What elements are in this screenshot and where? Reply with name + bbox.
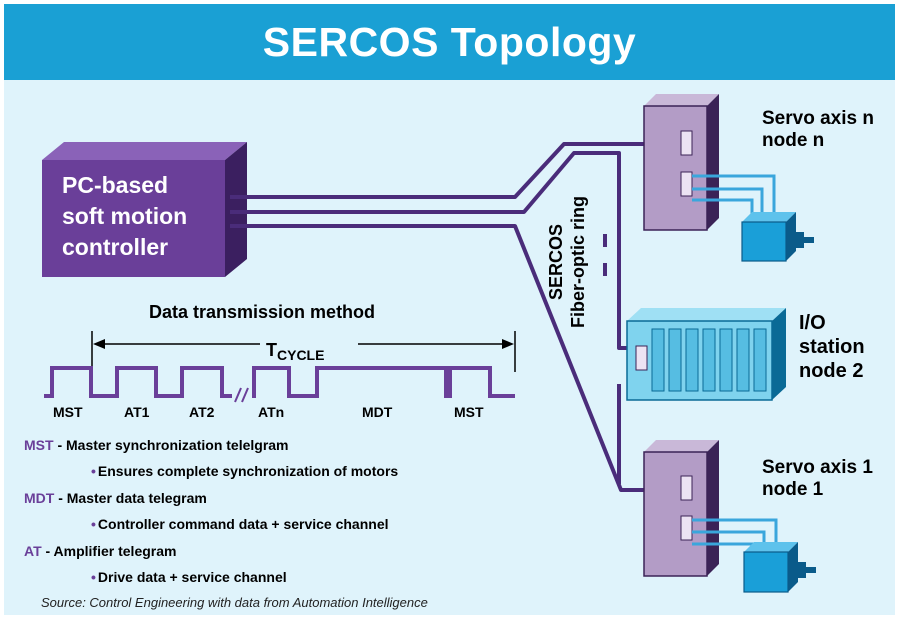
controller-box-icon [42, 142, 247, 277]
servo-motor-icon [743, 542, 816, 593]
fiber-optic-ring [230, 142, 658, 492]
segment-label-at1: AT1 [124, 404, 150, 420]
ring-label-line: Fiber-optic ring [568, 196, 588, 328]
legend-detail-text: Drive data + service channel [97, 569, 287, 585]
legend-abbr: MST [24, 437, 54, 453]
node-label-line: Servo axis 1 [762, 457, 873, 478]
segment-label-mst: MST [53, 404, 83, 420]
topology-diagram [42, 94, 816, 593]
title-banner: SERCOS Topology [4, 4, 895, 80]
node-label-line: station [799, 336, 865, 358]
servo-n-label: Servo axis n node n [762, 108, 874, 152]
servo-drive-icon [643, 94, 719, 231]
io-station-label: I/O station node 2 [799, 311, 865, 383]
legend-desc: - Amplifier telegram [41, 543, 177, 559]
segment-label-atn: ATn [258, 404, 285, 420]
legend-abbr: MDT [24, 490, 55, 506]
controller-label-line: controller [62, 234, 169, 260]
cycle-subscript: CYCLE [277, 347, 325, 363]
segment-label-at2: AT2 [189, 404, 215, 420]
legend-detail-text: Controller command data + service channe… [97, 516, 389, 532]
bullet-icon: • [91, 569, 96, 585]
legend-term: MDT - Master data telegram [24, 490, 207, 506]
transmission-title: Data transmission method [149, 302, 376, 322]
cycle-label: TCYCLE [266, 340, 324, 363]
cycle-symbol: T [266, 340, 277, 360]
legend-term: MST - Master synchronization telelgram [24, 437, 289, 453]
controller-label-line: PC-based [62, 172, 169, 198]
segment-label-mdt: MDT [362, 404, 393, 420]
io-rack-icon [626, 308, 786, 401]
ring-label-line: SERCOS [546, 223, 566, 301]
legend-detail-text: Ensures complete synchronization of moto… [97, 463, 399, 479]
waveform-break [234, 387, 249, 403]
legend-detail: •Ensures complete synchronization of mot… [91, 463, 398, 479]
segment-label-mst: MST [454, 404, 484, 420]
servo-1-label: Servo axis 1 node 1 [762, 457, 873, 501]
node-label-line: I/O [799, 312, 826, 334]
ring-label: SERCOS Fiber-optic ring [545, 196, 589, 328]
node-label-line: node 2 [799, 360, 864, 382]
node-label-line: node n [762, 130, 825, 151]
node-label-line: node 1 [762, 479, 824, 500]
cycle-arrow [91, 331, 516, 372]
servo-motor-icon [741, 212, 814, 262]
telegram-waveform [44, 366, 515, 398]
bullet-icon: • [91, 516, 96, 532]
legend-desc: - Master data telegram [54, 490, 207, 506]
controller-label: PC-based soft motion controller [62, 170, 242, 263]
legend-abbr: AT [24, 543, 42, 559]
source-caption: Source: Control Engineering with data fr… [41, 595, 428, 610]
servo-drive-icon [643, 440, 719, 577]
diagram-frame: SERCOS Topology [4, 4, 895, 615]
legend-term: AT - Amplifier telegram [24, 543, 176, 559]
legend-desc: - Master synchronization telelgram [53, 437, 289, 453]
controller-label-line: soft motion [62, 203, 188, 229]
legend-detail: •Drive data + service channel [91, 569, 287, 585]
page-title: SERCOS Topology [262, 18, 637, 65]
legend-detail: •Controller command data + service chann… [91, 516, 389, 532]
bullet-icon: • [91, 463, 96, 479]
node-label-line: Servo axis n [762, 108, 874, 129]
